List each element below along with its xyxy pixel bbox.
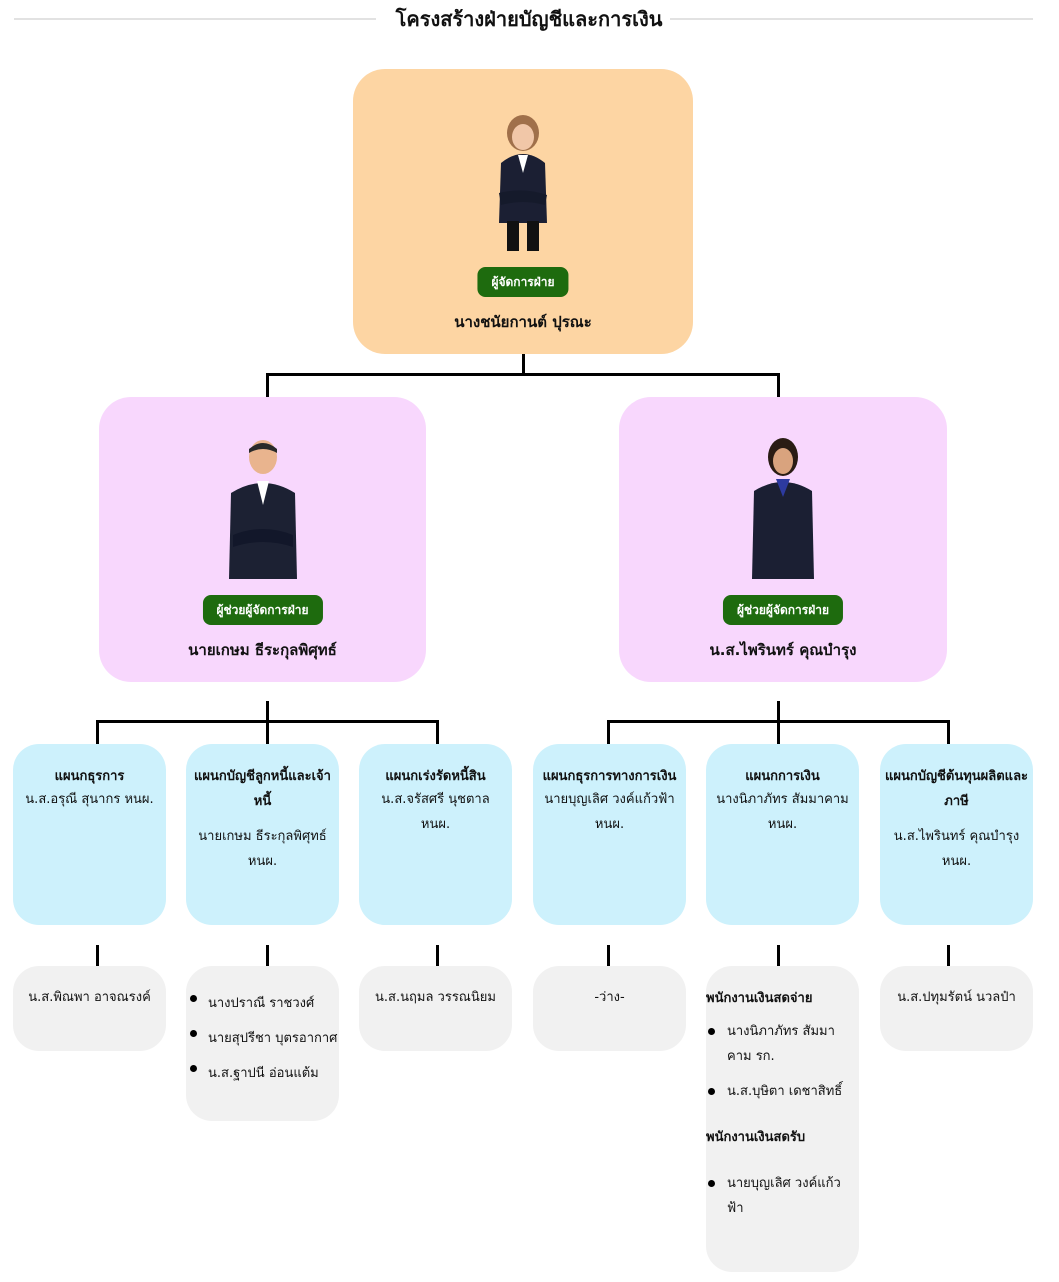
assistant-left-role-badge: ผู้ช่วยผู้จัดการฝ่าย	[202, 595, 323, 625]
staff-finance-admin: -ว่าง-	[533, 966, 686, 1051]
connector	[96, 720, 99, 744]
connector	[777, 373, 780, 397]
cash-pay-list: นางนิภาภัทร สัมมาคาม รก. น.ส.บุษิตา เดชา…	[706, 1019, 853, 1104]
title-rule-right	[670, 18, 1033, 20]
department-name: แผนกเร่งรัดหนี้สิน	[385, 769, 486, 784]
connector	[777, 720, 780, 744]
staff-list: นางปราณี ราชวงศ์ นายสุปรีชา บุตรอากาศ น.…	[188, 986, 339, 1091]
staff-admin: น.ส.พิณพา อาจณรงค์	[13, 966, 166, 1051]
manager-role-badge: ผู้จัดการฝ่าย	[477, 267, 569, 297]
staff-member: นางนิภาภัทร สัมมาคาม รก.	[706, 1019, 853, 1069]
department-head: น.ส.อรุณี สุนากร หนผ.	[25, 792, 154, 807]
department-collection: แผนกเร่งรัดหนี้สิน น.ส.จรัสศรี นุชตาล หน…	[359, 744, 512, 925]
connector	[947, 720, 950, 744]
department-head: นางนิภาภัทร สัมมาคาม หนผ.	[716, 792, 849, 832]
staff-member: น.ส.ฐาปนี อ่อนแต้ม	[188, 1056, 339, 1091]
department-name: แผนกธุรการทางการเงิน	[542, 769, 677, 784]
connector	[777, 945, 780, 966]
department-name: แผนกธุรการ	[54, 769, 125, 784]
department-head: น.ส.จรัสศรี นุชตาล หนผ.	[381, 792, 490, 832]
department-name: แผนกการเงิน	[745, 769, 820, 784]
department-finance: แผนกการเงิน นางนิภาภัทร สัมมาคาม หนผ.	[706, 744, 859, 925]
staff-member: น.ส.ปทุมรัตน์ นวลป๋า	[897, 990, 1016, 1005]
department-head: นายบุญเลิศ วงค์แก้วฟ้า หนผ.	[544, 792, 675, 832]
assistant-card-left: ผู้ช่วยผู้จัดการฝ่าย นายเกษม ธีระกุลพิศุ…	[99, 397, 426, 682]
staff-member: นางปราณี ราชวงศ์	[188, 986, 339, 1021]
connector	[266, 945, 269, 966]
assistant-right-role-badge: ผู้ช่วยผู้จัดการฝ่าย	[722, 595, 844, 625]
department-head: นายเกษม ธีระกุลพิศุทธ์ หนผ.	[198, 829, 327, 869]
connector	[96, 945, 99, 966]
manager-card: ผู้จัดการฝ่าย นางชนัยกานต์ ปุรณะ	[353, 69, 693, 354]
connector	[777, 701, 780, 722]
assistant-left-photo	[228, 440, 297, 579]
connector	[436, 720, 439, 744]
staff-finance: พนักงานเงินสดจ่าย นางนิภาภัทร สัมมาคาม ร…	[706, 966, 859, 1272]
connector	[436, 945, 439, 966]
assistant-right-photo	[752, 438, 814, 579]
connector	[607, 945, 610, 966]
staff-member: น.ส.นฤมล วรรณนิยม	[375, 990, 496, 1005]
staff-receivable: นางปราณี ราชวงศ์ นายสุปรีชา บุตรอากาศ น.…	[186, 966, 339, 1121]
cash-pay-heading: พนักงานเงินสดจ่าย	[706, 991, 813, 1006]
department-cost-tax: แผนกบัญชีต้นทุนผลิตและภาษี น.ส.ไพรินทร์ …	[880, 744, 1033, 925]
manager-photo	[499, 115, 547, 251]
department-admin: แผนกธุรการ น.ส.อรุณี สุนากร หนผ.	[13, 744, 166, 925]
connector	[266, 701, 269, 722]
staff-member: นายบุญเลิศ วงค์แก้วฟ้า	[706, 1171, 853, 1221]
department-receivable: แผนกบัญชีลูกหนี้และเจ้าหนี้ นายเกษม ธีระ…	[186, 744, 339, 925]
assistant-right-name: น.ส.ไพรินทร์ คุณบำรุง	[709, 641, 857, 659]
assistant-left-name: นายเกษม ธีระกุลพิศุทธ์	[188, 641, 337, 659]
title-rule-left	[14, 18, 376, 20]
staff-vacant: -ว่าง-	[594, 990, 625, 1005]
assistant-card-right: ผู้ช่วยผู้จัดการฝ่าย น.ส.ไพรินทร์ คุณบำร…	[619, 397, 947, 682]
department-head: น.ส.ไพรินทร์ คุณบำรุง หนผ.	[893, 829, 1020, 869]
department-finance-admin: แผนกธุรการทางการเงิน นายบุญเลิศ วงค์แก้ว…	[533, 744, 686, 925]
connector	[947, 945, 950, 966]
staff-member: นายสุปรีชา บุตรอากาศ	[188, 1021, 339, 1056]
connector	[607, 720, 610, 744]
cash-receive-list: นายบุญเลิศ วงค์แก้วฟ้า	[706, 1171, 853, 1221]
connector	[266, 373, 269, 397]
connector	[522, 354, 525, 376]
cash-receive-heading: พนักงานเงินสดรับ	[706, 1130, 806, 1145]
connector	[266, 720, 269, 744]
connector	[266, 373, 780, 376]
staff-member: น.ส.บุษิตา เดชาสิทธิ์	[706, 1079, 853, 1104]
manager-name: นางชนัยกานต์ ปุรณะ	[454, 313, 592, 331]
department-name: แผนกบัญชีลูกหนี้และเจ้าหนี้	[194, 769, 331, 809]
staff-member: น.ส.พิณพา อาจณรงค์	[28, 990, 151, 1005]
page-title: โครงสร้างฝ่ายบัญชีและการเงิน	[395, 7, 663, 31]
staff-collection: น.ส.นฤมล วรรณนิยม	[359, 966, 512, 1051]
staff-cost-tax: น.ส.ปทุมรัตน์ นวลป๋า	[880, 966, 1033, 1051]
department-name: แผนกบัญชีต้นทุนผลิตและภาษี	[884, 769, 1029, 809]
